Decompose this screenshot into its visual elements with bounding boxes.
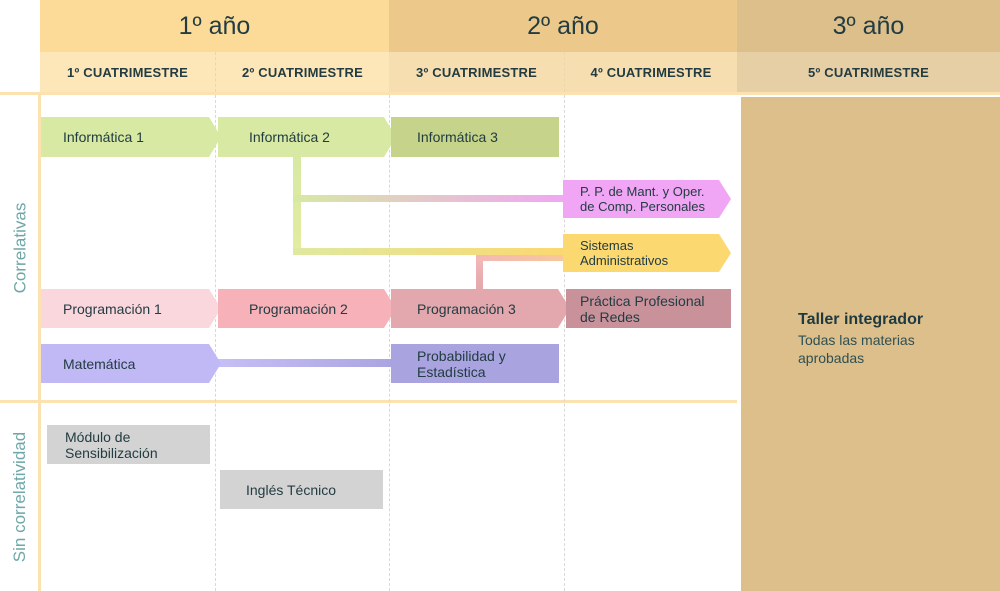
subject-informatica-1[interactable]: Informática 1 xyxy=(41,117,221,157)
subject-matematica[interactable]: Matemática xyxy=(41,344,221,383)
semester-header-4: 4º CUATRIMESTRE xyxy=(564,52,737,92)
header-divider xyxy=(0,92,1000,95)
subject-sistemas-administrativos[interactable]: Sistemas Administrativos xyxy=(563,234,731,272)
year-header-1: 1º año xyxy=(40,0,389,52)
grid-line-3 xyxy=(389,95,390,591)
taller-title: Taller integrador xyxy=(798,311,924,328)
connector-programacion3-up xyxy=(476,255,483,289)
semester-header-5: 5º CUATRIMESTRE xyxy=(737,52,1000,92)
semester-label-4: 4º CUATRIMESTRE xyxy=(590,64,712,80)
year-header-3: 3º año xyxy=(737,0,1000,52)
semester-label-1: 1º CUATRIMESTRE xyxy=(67,64,188,80)
grid-line-4 xyxy=(564,95,565,591)
subject-informatica-2[interactable]: Informática 2 xyxy=(218,117,396,157)
connector-sistemas-to-programacion xyxy=(476,255,568,261)
subject-probabilidad-estadistica[interactable]: Probabilidad y Estadística xyxy=(391,344,559,383)
year-label-3: 3º año xyxy=(832,11,905,40)
subject-modulo-sensibilizacion[interactable]: Módulo de Sensibilización xyxy=(47,425,210,464)
side-label-correlativas: Correlativas xyxy=(10,202,30,293)
semester-header-3: 3º CUATRIMESTRE xyxy=(389,52,564,92)
taller-subtitle: Todas las materias aprobadas xyxy=(798,332,915,366)
year-header-2: 2º año xyxy=(389,0,737,52)
connector-matematica-probabilidad xyxy=(218,359,394,367)
subject-taller-integrador[interactable]: Taller integrador Todas las materias apr… xyxy=(741,97,1000,591)
connector-to-pp-mant xyxy=(293,195,568,202)
subject-ingles-tecnico[interactable]: Inglés Técnico xyxy=(220,470,383,509)
grid-line-2 xyxy=(215,95,216,591)
subject-programacion-3[interactable]: Programación 3 xyxy=(391,289,570,328)
connector-to-sistemas xyxy=(293,248,568,255)
semester-header-1: 1º CUATRIMESTRE xyxy=(40,52,215,92)
section-divider xyxy=(0,400,737,403)
connector-informatica2-down xyxy=(293,157,301,255)
semester-header-2: 2º CUATRIMESTRE xyxy=(215,52,389,92)
year-label-1: 1º año xyxy=(178,11,251,40)
semester-label-5: 5º CUATRIMESTRE xyxy=(808,64,929,80)
side-label-sin-correlatividad: Sin correlatividad xyxy=(10,431,29,563)
subject-informatica-3[interactable]: Informática 3 xyxy=(391,117,559,157)
subject-practica-profesional-redes[interactable]: Práctica Profesional de Redes xyxy=(566,289,731,328)
year-label-2: 2º año xyxy=(527,11,599,40)
subject-programacion-1[interactable]: Programación 1 xyxy=(41,289,221,328)
semester-label-2: 2º CUATRIMESTRE xyxy=(242,64,363,80)
semester-label-3: 3º CUATRIMESTRE xyxy=(416,64,537,80)
subject-programacion-2[interactable]: Programación 2 xyxy=(218,289,396,328)
left-column-divider xyxy=(38,92,41,591)
subject-pp-mant-oper[interactable]: P. P. de Mant. y Oper. de Comp. Personal… xyxy=(563,180,731,218)
